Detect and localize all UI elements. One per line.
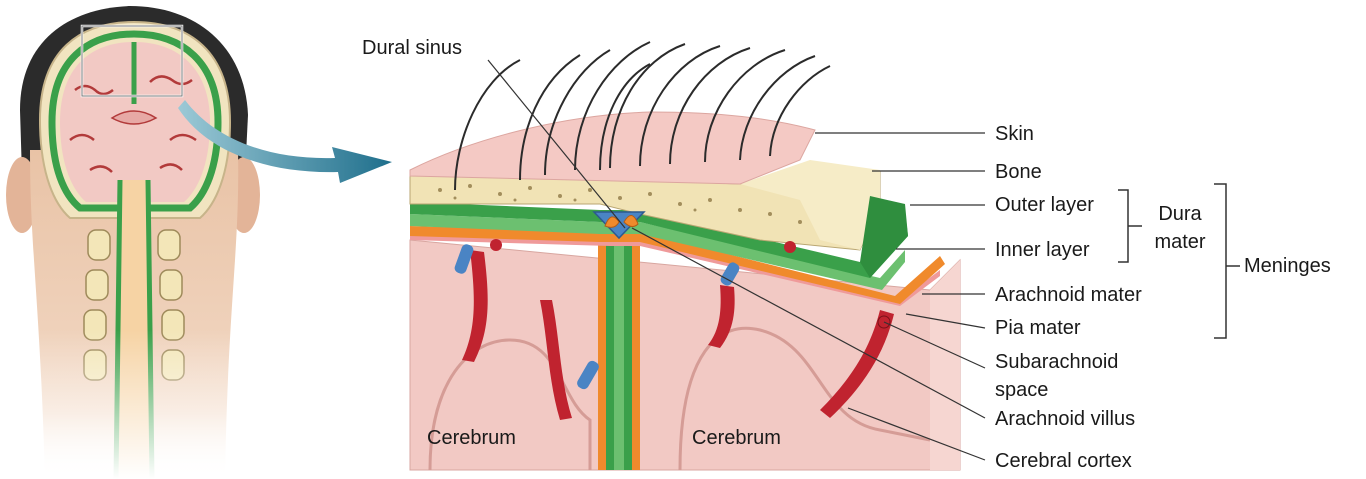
label-outer-layer: Outer layer (995, 193, 1094, 217)
label-cerebral-cortex: Cerebral cortex (995, 449, 1132, 473)
label-cerebrum-left: Cerebrum (427, 426, 516, 450)
label-skin: Skin (995, 122, 1034, 146)
label-dura: Dura (1148, 202, 1212, 226)
label-arachnoid-villus: Arachnoid villus (995, 407, 1135, 431)
label-mater: mater (1148, 230, 1212, 254)
label-inner-layer: Inner layer (995, 238, 1090, 262)
label-pia-mater: Pia mater (995, 316, 1081, 340)
head-cross-section (0, 6, 270, 479)
label-arachnoid-mater: Arachnoid mater (995, 283, 1142, 307)
label-dural-sinus: Dural sinus (362, 36, 462, 60)
label-bone: Bone (995, 160, 1042, 184)
label-subarachnoid: Subarachnoid (995, 350, 1118, 374)
label-meninges: Meninges (1244, 254, 1331, 278)
label-space: space (995, 378, 1048, 402)
label-cerebrum-right: Cerebrum (692, 426, 781, 450)
